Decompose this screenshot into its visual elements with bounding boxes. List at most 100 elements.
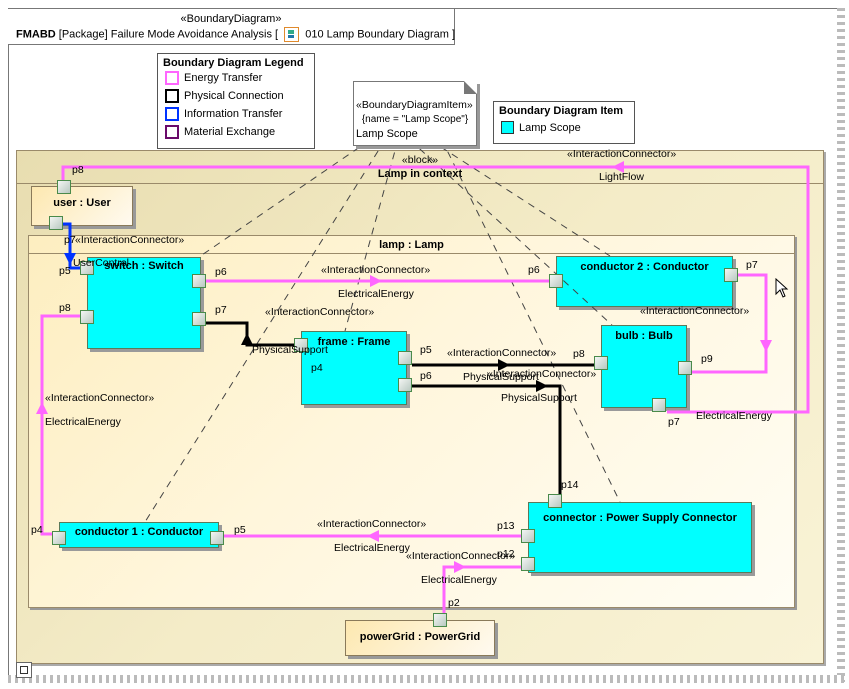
connector-name-electrical-energy: ElectricalEnergy: [338, 288, 414, 300]
wire-frame-connector: [412, 384, 562, 494]
arrow-frame-bulb: [498, 359, 510, 371]
port-user-p8[interactable]: [57, 180, 71, 194]
legend-item-information: Information Transfer: [158, 105, 314, 123]
context-stereotype: «block»: [401, 154, 439, 166]
boundary-item-note[interactable]: «BoundaryDiagramItem» {name = "Lamp Scop…: [353, 81, 477, 146]
lamp-header: lamp : Lamp: [29, 236, 794, 254]
part-switch[interactable]: switch : Switch: [87, 257, 201, 349]
port-connector-p12[interactable]: [521, 557, 535, 571]
note-fold: [464, 81, 477, 94]
port-conductor1-p4[interactable]: [52, 531, 66, 545]
connector-stereotype: «InteractionConnector»: [447, 347, 557, 359]
information-swatch-icon: [165, 107, 179, 121]
port-grid-p2[interactable]: [433, 613, 447, 627]
port-connector-p14[interactable]: [548, 494, 562, 508]
legend-label: Energy Transfer: [184, 72, 263, 84]
port-switch-p8[interactable]: [80, 310, 94, 324]
port-switch-p7[interactable]: [192, 312, 206, 326]
diagram-title-text: [Package] Failure Mode Avoidance Analysi…: [58, 28, 279, 41]
connector-stereotype: «InteractionConnector»: [487, 368, 597, 380]
legend-item-physical: Physical Connection: [158, 87, 314, 105]
port-label: p6: [215, 266, 227, 278]
legend-label: Material Exchange: [184, 126, 276, 138]
port-label: p7: [746, 259, 758, 271]
port-label: p8: [573, 348, 585, 360]
port-connector-p13[interactable]: [521, 529, 535, 543]
context-name: Lamp in context: [377, 168, 463, 180]
legend-label: Information Transfer: [184, 108, 283, 120]
part-user[interactable]: user : User: [31, 186, 133, 226]
boundary-diagram-legend[interactable]: Boundary Diagram Legend Energy Transfer …: [157, 53, 315, 149]
port-bulb-p8[interactable]: [594, 356, 608, 370]
part-bulb[interactable]: bulb : Bulb: [601, 325, 687, 408]
part-conductor-1[interactable]: conductor 1 : Conductor: [59, 522, 219, 548]
port-bulb-p7[interactable]: [652, 398, 666, 412]
anchor-line-bulb: [409, 139, 613, 326]
diagram-stereotype: «BoundaryDiagram»: [180, 13, 282, 25]
port-conductor1-p5[interactable]: [210, 531, 224, 545]
part-conductor-2[interactable]: conductor 2 : Conductor: [556, 256, 733, 307]
port-label: p5: [420, 344, 432, 356]
connector-name-electrical-energy: ElectricalEnergy: [45, 416, 121, 428]
part-name: conductor 2 : Conductor: [580, 261, 709, 273]
connector-name-user-control: UserControl: [73, 257, 130, 269]
connector-name-electrical-energy: ElectricalEnergy: [696, 410, 772, 422]
connector-name-electrical-energy: ElectricalEnergy: [334, 542, 410, 554]
port-user-p7[interactable]: [49, 216, 63, 230]
connector-stereotype: «InteractionConnector»: [265, 306, 375, 318]
anchor-line-frame: [344, 139, 399, 332]
part-frame[interactable]: frame : Frame: [301, 331, 407, 405]
port-conductor2-p6[interactable]: [549, 274, 563, 288]
arrow-switch-conductor1: [36, 402, 48, 414]
port-label: p8: [72, 164, 84, 176]
part-name: conductor 1 : Conductor: [74, 526, 204, 538]
part-power-supply-connector[interactable]: connector : Power Supply Connector: [528, 502, 752, 573]
port-label: p13: [497, 520, 515, 532]
connector-name-physical-support: PhysicalSupport: [252, 344, 328, 356]
connector-name-electrical-energy: ElectricalEnergy: [421, 574, 497, 586]
port-label: p12: [497, 548, 515, 560]
part-power-grid[interactable]: powerGrid : PowerGrid: [345, 620, 495, 656]
port-conductor2-p7[interactable]: [724, 268, 738, 282]
port-label: p5: [59, 265, 71, 277]
arrow-user-control: [64, 253, 76, 265]
boundary-item-legend[interactable]: Boundary Diagram Item Lamp Scope: [493, 101, 635, 144]
part-name: powerGrid : PowerGrid: [359, 631, 481, 643]
wire-switch-frame: [206, 321, 301, 347]
port-label: p5: [234, 524, 246, 536]
arrow-frame-connector: [536, 380, 548, 392]
port-bulb-p9[interactable]: [678, 361, 692, 375]
port-label: p2: [448, 597, 460, 609]
port-frame-p4[interactable]: [294, 338, 308, 352]
arrow-switch-frame: [241, 333, 253, 345]
connector-stereotype: «InteractionConnector»: [567, 148, 677, 160]
connector-stereotype: «InteractionConnector»: [75, 234, 185, 246]
legend-label: Physical Connection: [184, 90, 284, 102]
wire-user-control: [63, 222, 87, 270]
arrow-switch-conductor2: [370, 275, 382, 287]
anchor-line-switch: [198, 139, 371, 258]
arrow-connector-conductor1: [367, 530, 379, 542]
wire-grid-connector: [442, 565, 521, 613]
connector-name-light-flow: LightFlow: [599, 171, 644, 183]
torn-edge-bottom: [8, 675, 844, 683]
diagram-title: FMABD [Package] Failure Mode Avoidance A…: [8, 25, 455, 42]
diagram-header: «BoundaryDiagram» FMABD [Package] Failur…: [8, 9, 455, 45]
lamp-name: lamp : Lamp: [379, 239, 444, 251]
port-label: p8: [59, 302, 71, 314]
port-frame-p5[interactable]: [398, 351, 412, 365]
legend-item-material: Material Exchange: [158, 123, 314, 141]
port-switch-p5[interactable]: [80, 261, 94, 275]
item-legend-row: Lamp Scope: [494, 117, 634, 134]
legend-item-energy: Energy Transfer: [158, 69, 314, 87]
part-name: connector : Power Supply Connector: [543, 512, 737, 524]
port-frame-p6[interactable]: [398, 378, 412, 392]
port-switch-p6[interactable]: [192, 274, 206, 288]
diagram-corner-icon[interactable]: [16, 662, 32, 678]
part-name: frame : Frame: [317, 336, 391, 348]
torn-edge-right: [837, 8, 845, 682]
part-name: switch : Switch: [104, 260, 184, 272]
note-anchor-lines: [144, 139, 621, 523]
part-name: user : User: [53, 197, 111, 209]
